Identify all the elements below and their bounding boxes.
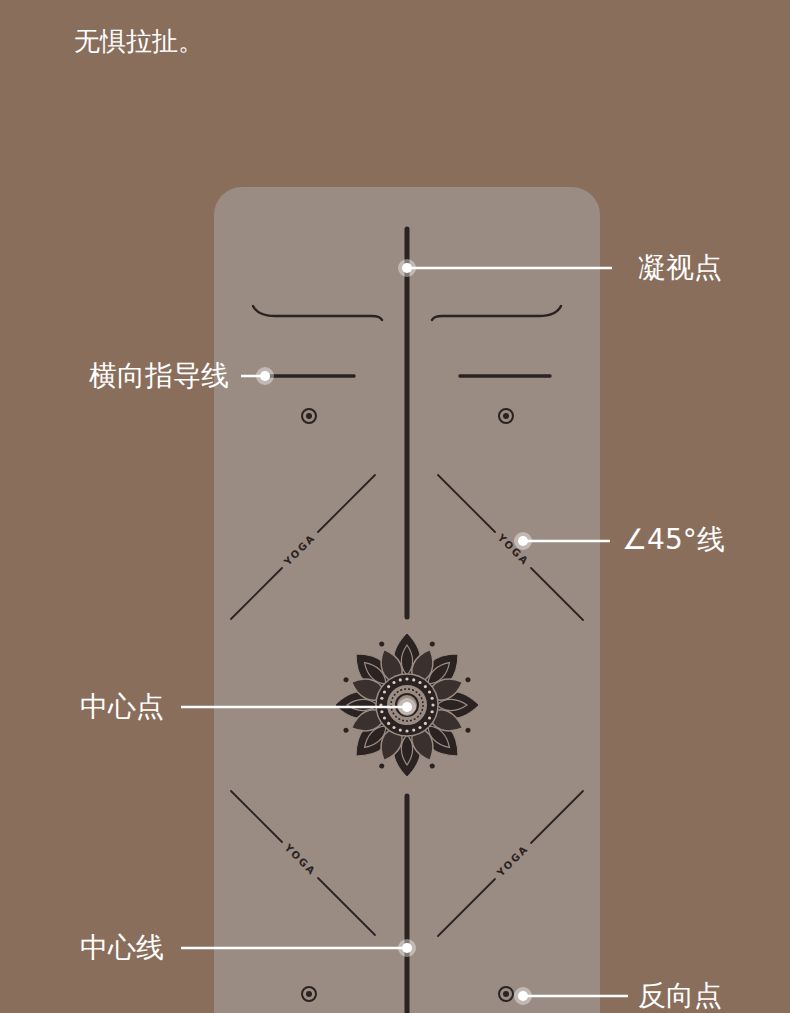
horizontal-guide-left <box>265 374 354 378</box>
mandala-dot <box>399 678 402 681</box>
target-ring <box>302 987 316 1001</box>
upper-curve-right <box>432 306 561 320</box>
mandala-ring <box>391 689 423 721</box>
target-dots <box>302 409 513 1001</box>
callout-label: 凝视点 <box>638 251 722 285</box>
mandala-petal-vein <box>347 699 377 710</box>
mandala-ring <box>396 694 418 716</box>
leader-line <box>181 947 407 950</box>
mandala-petal-vein <box>401 645 412 675</box>
mandala-dot <box>424 685 427 688</box>
target-ring <box>499 409 513 423</box>
leader-line <box>523 995 628 998</box>
diag-line <box>438 475 495 532</box>
leader-dot <box>402 943 412 953</box>
diag-line <box>318 878 375 935</box>
mandala-petal-vein <box>437 699 467 710</box>
mandala-dot <box>378 641 385 648</box>
yoga-mat <box>214 187 600 1013</box>
leader-line <box>181 706 407 709</box>
mandala <box>335 633 479 777</box>
diag-line <box>531 791 583 843</box>
mandala-dot <box>412 678 415 681</box>
mandala-dot <box>405 677 408 680</box>
target-dot <box>503 991 509 997</box>
leader-line <box>523 540 610 543</box>
mandala-dot <box>387 685 390 688</box>
mandala-dot <box>431 710 434 713</box>
mandala-dot <box>392 681 395 684</box>
mat-logo: YOGA <box>283 533 318 568</box>
mandala-dot <box>380 697 383 700</box>
mandala-dot <box>383 690 386 693</box>
target-dot <box>306 413 312 419</box>
intro-text: 无惧拉扯。 <box>74 26 204 57</box>
callout-label: 中心点 <box>80 690 164 724</box>
leader-dot <box>518 536 528 546</box>
center-line-upper <box>405 229 410 617</box>
leader-dot-halo <box>256 367 274 385</box>
leader-dot-halo <box>398 939 416 957</box>
leader-lines <box>181 268 628 996</box>
mandala-petal-vein <box>401 735 412 765</box>
callout-label: ∠45°线 <box>622 523 725 557</box>
leader-dot-halo <box>398 698 416 716</box>
diag-line <box>231 568 282 619</box>
callout-label: 中心线 <box>80 931 164 965</box>
diag-line <box>438 879 495 936</box>
horizontal-guide-right <box>460 374 550 378</box>
mandala-dot <box>465 676 472 683</box>
leader-dots <box>256 259 532 1005</box>
mat-lines <box>231 229 583 1013</box>
target-ring <box>302 409 316 423</box>
mandala-ring <box>386 684 428 726</box>
leader-dot <box>402 263 412 273</box>
diag-line <box>231 791 282 842</box>
mandala-ring <box>376 674 438 736</box>
mandala-dot <box>383 716 386 719</box>
mandala-dot <box>392 726 395 729</box>
mandala-dot <box>380 710 383 713</box>
mandala-dot <box>429 763 436 770</box>
leader-dot-halo <box>514 987 532 1005</box>
leader-dot <box>260 371 270 381</box>
mandala-dot <box>431 697 434 700</box>
center-line-lower <box>405 796 410 1013</box>
callout-label: 横向指导线 <box>89 359 229 393</box>
diag-line <box>318 475 375 532</box>
mat-logo: YOGA <box>496 533 531 568</box>
mandala-dot <box>429 641 436 648</box>
mandala-dot <box>418 681 421 684</box>
diag-line <box>531 568 583 620</box>
target-dot <box>503 413 509 419</box>
leader-line <box>407 267 612 270</box>
upper-curve-left <box>253 306 382 320</box>
mandala-dot <box>412 729 415 732</box>
mandala-dot <box>378 763 385 770</box>
mat-logo: YOGA <box>283 843 318 878</box>
leader-dot <box>402 702 412 712</box>
mandala-dot <box>343 676 350 683</box>
mandala-dot <box>387 722 390 725</box>
leader-dot-halo <box>398 259 416 277</box>
mandala-dot <box>343 727 350 734</box>
mandala-dot <box>399 729 402 732</box>
mandala-dot <box>405 729 408 732</box>
mandala-dot <box>428 690 431 693</box>
target-dot <box>306 991 312 997</box>
mandala-dot <box>465 727 472 734</box>
mandala-dot <box>418 726 421 729</box>
leader-dot <box>518 991 528 1001</box>
mandala-dot <box>431 703 434 706</box>
callout-label: 反向点 <box>638 979 722 1013</box>
mandala-dot <box>424 722 427 725</box>
target-ring <box>499 987 513 1001</box>
mat-logo: YOGA <box>496 844 531 879</box>
mandala-dot <box>428 716 431 719</box>
